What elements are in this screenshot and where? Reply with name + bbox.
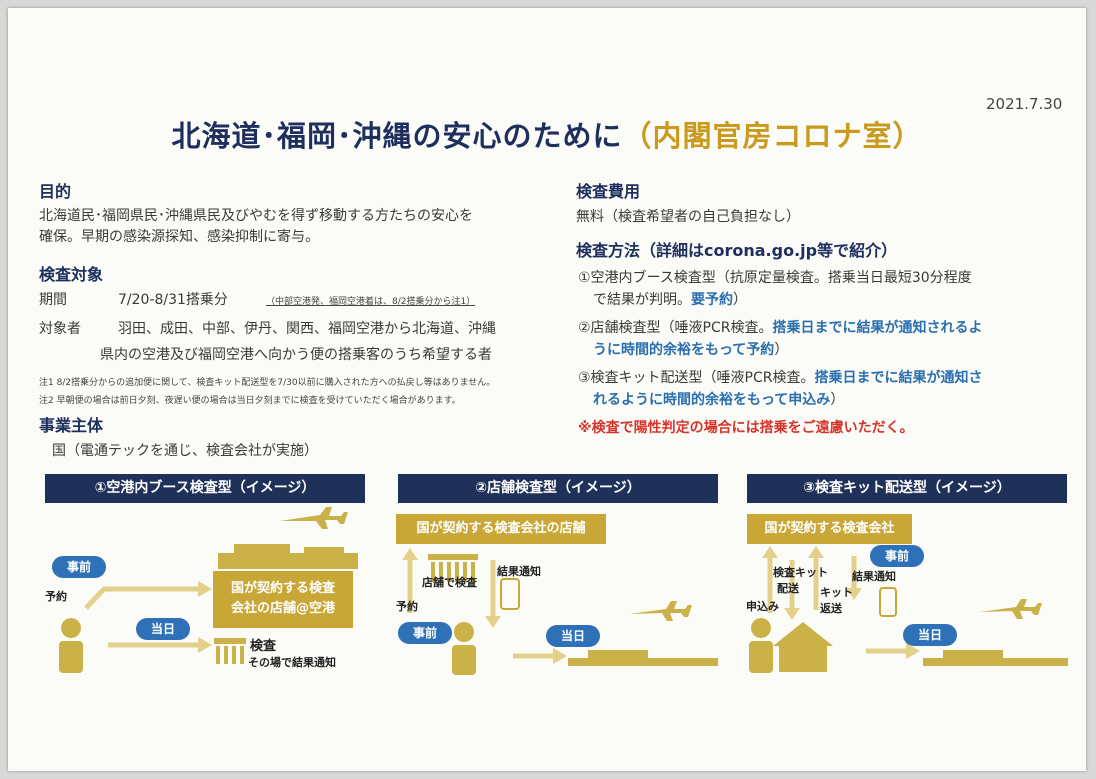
terminal-building-3 bbox=[923, 650, 1068, 666]
label-test-kit: 検査キット bbox=[773, 566, 828, 579]
document-sheet: 2021.7.30 北海道･福岡･沖縄の安心のために（内閣官房コロナ室） 目的 … bbox=[8, 8, 1086, 771]
airplane-icon-3 bbox=[980, 599, 1042, 619]
subjects-label: 対象者 bbox=[39, 321, 81, 337]
title-main: 北海道･福岡･沖縄の安心のために bbox=[171, 119, 623, 153]
label-reservation-2: 予約 bbox=[396, 600, 418, 613]
terminal-building-2 bbox=[568, 650, 718, 666]
shop-icon-1 bbox=[214, 638, 246, 664]
purpose-text-2: 確保。早期の感染源探知、感染抑制に寄与。 bbox=[39, 229, 319, 245]
label-kit: キット bbox=[820, 586, 853, 599]
pill-advance-1: 事前 bbox=[52, 556, 106, 578]
house-icon bbox=[773, 622, 833, 672]
method-3-highlight-a: 搭乗日までに結果が通知さ bbox=[814, 370, 983, 386]
label-return: 返送 bbox=[820, 602, 842, 615]
note-1: 注1 8/2搭乗分からの追加便に関して、検査キット配送型を7/30以前に購入され… bbox=[39, 378, 496, 388]
banner-store: ②店舗検査型（イメージ） bbox=[398, 474, 718, 503]
label-onsite-result: その場で結果通知 bbox=[248, 656, 336, 669]
label-test-1: 検査 bbox=[250, 639, 277, 654]
person-icon-2 bbox=[452, 622, 476, 675]
operator-heading: 事業主体 bbox=[39, 416, 104, 435]
label-apply: 申込み bbox=[746, 600, 779, 613]
method-1-line-1: ①空港内ブース検査型（抗原定量検査。搭乗当日最短30分程度 bbox=[578, 270, 972, 286]
title-org: （内閣官房コロナ室） bbox=[622, 119, 923, 153]
phone-icon-1 bbox=[500, 578, 520, 610]
subjects-line-1: 羽田、成田、中部、伊丹、関西、福岡空港から北海道、沖縄 bbox=[118, 321, 496, 337]
airplane-icon-1 bbox=[280, 507, 348, 529]
period-note: （中部空港発、福岡空港着は、8/2搭乗分から注1） bbox=[266, 297, 476, 307]
shop-icon-2 bbox=[428, 554, 478, 582]
pill-sameday-3: 当日 bbox=[903, 624, 957, 646]
pill-sameday-2: 当日 bbox=[546, 625, 600, 647]
airplane-icon-2 bbox=[630, 601, 692, 621]
pill-advance-3: 事前 bbox=[870, 545, 924, 567]
label-delivery: 配送 bbox=[777, 582, 799, 595]
illustrations bbox=[59, 507, 1068, 675]
method-3-highlight-b: れるように時間的余裕をもって申込み bbox=[593, 392, 831, 408]
arrow-advance-1 bbox=[84, 586, 198, 610]
cost-text: 無料（検査希望者の自己負担なし） bbox=[576, 209, 800, 225]
operator-text: 国（電通テックを通じ、検査会社が実施） bbox=[52, 443, 318, 459]
banner-airport: ①空港内ブース検査型（イメージ） bbox=[45, 474, 365, 503]
method-1-highlight: 要予約 bbox=[691, 292, 733, 308]
pill-sameday-1: 当日 bbox=[136, 618, 190, 640]
label-store-test: 店舗で検査 bbox=[422, 576, 477, 589]
phone-icon-2 bbox=[879, 587, 897, 617]
person-icon-3 bbox=[749, 618, 773, 673]
positive-warning: ※検査で陽性判定の場合には搭乗をご遠慮いただく。 bbox=[578, 420, 914, 436]
purpose-heading: 目的 bbox=[39, 182, 72, 201]
terminal-building-1 bbox=[218, 544, 358, 569]
method-1-line-2: で結果が判明。要予約） bbox=[593, 292, 747, 308]
airport-store-box: 国が契約する検査会社の店舗@空港 bbox=[213, 571, 353, 628]
label-reservation-1: 予約 bbox=[45, 590, 67, 603]
contract-store-box: 国が契約する検査会社の店舗 bbox=[396, 514, 606, 544]
subjects-line-2: 県内の空港及び福岡空港へ向かう便の搭乗客のうち希望する者 bbox=[100, 347, 492, 363]
contract-company-box: 国が契約する検査会社 bbox=[747, 514, 912, 544]
label-result-notice-2: 結果通知 bbox=[497, 565, 541, 578]
target-heading: 検査対象 bbox=[39, 265, 104, 284]
pill-advance-2: 事前 bbox=[398, 622, 452, 644]
method-2-highlight-b: うに時間的余裕をもって予約 bbox=[593, 342, 775, 358]
banner-kit: ③検査キット配送型（イメージ） bbox=[747, 474, 1067, 503]
label-result-notice-3: 結果通知 bbox=[852, 570, 896, 583]
method-2-line-1: ②店舗検査型（唾液PCR検査。搭乗日までに結果が通知されるよ bbox=[578, 320, 983, 336]
period-label: 期間 bbox=[39, 292, 67, 308]
method-3-line-1: ③検査キット配送型（唾液PCR検査。搭乗日までに結果が通知さ bbox=[578, 370, 983, 386]
method-3-line-2: れるように時間的余裕をもって申込み） bbox=[593, 392, 845, 408]
page-title: 北海道･福岡･沖縄の安心のために（内閣官房コロナ室） bbox=[8, 113, 1086, 155]
note-2: 注2 早朝便の場合は前日夕刻、夜遅い便の場合は当日夕刻までに検査を受けていただく… bbox=[39, 396, 461, 406]
cost-heading: 検査費用 bbox=[576, 182, 641, 201]
purpose-text-1: 北海道民･福岡県民･沖縄県民及びやむを得ず移動する方たちの安心を bbox=[39, 208, 473, 224]
person-icon-1 bbox=[59, 618, 83, 673]
method-heading: 検査方法（詳細はcorona.go.jp等で紹介） bbox=[576, 241, 898, 260]
method-2-highlight-a: 搭乗日までに結果が通知されるよ bbox=[772, 320, 983, 336]
period-value: 7/20-8/31搭乗分 bbox=[118, 292, 228, 308]
method-2-line-2: うに時間的余裕をもって予約） bbox=[593, 342, 789, 358]
document-date: 2021.7.30 bbox=[986, 95, 1063, 113]
